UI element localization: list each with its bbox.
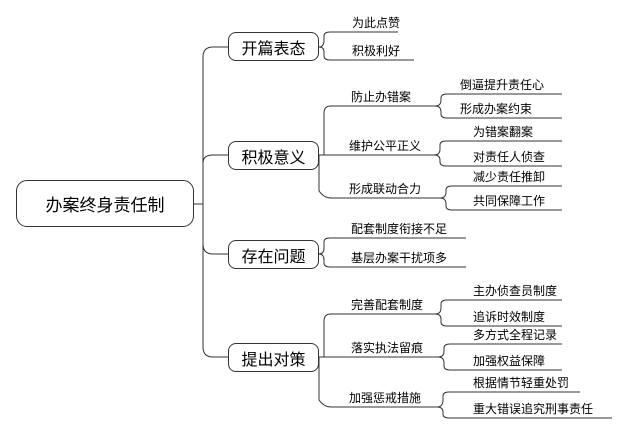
leaf-label: 为此点赞 — [352, 16, 401, 30]
connector-root-b3 — [202, 204, 228, 358]
connector-b1-c2-g0 — [439, 185, 562, 199]
connector-b1-c0-g1 — [434, 105, 562, 119]
sub-branch-label: 完善配套制度 — [351, 298, 424, 312]
connector-b1-c1-g1 — [433, 154, 562, 167]
connector-b2-c1 — [318, 253, 466, 268]
connector-b1-c0 — [319, 105, 435, 156]
connector-b3-c1-g1 — [437, 356, 562, 371]
leaf-label: 形成办案约束 — [460, 102, 533, 116]
branch-node-countermeasures: 提出对策 — [228, 343, 319, 372]
connector-b3-c0-g1 — [434, 313, 562, 327]
leaf-label: 共同保障工作 — [473, 194, 546, 208]
sub-branch-label: 加强惩戒措施 — [349, 391, 422, 405]
connector-b1-c1-g0 — [433, 140, 562, 156]
leaf-label: 多方式全程记录 — [473, 328, 558, 342]
sub-branch-label: 形成联动合力 — [349, 182, 422, 196]
leaf-label: 对责任人侦查 — [473, 150, 546, 164]
connector-root-b1 — [202, 154, 228, 204]
connector-b3-c2-g0 — [436, 391, 580, 408]
sub-branch-label: 维护公平正义 — [349, 139, 422, 153]
connector-b1-c2-g1 — [439, 197, 562, 211]
sub-branch-label: 防止办错案 — [351, 90, 412, 104]
leaf-label: 基层办案干扰项多 — [351, 251, 448, 265]
connector-root-b2 — [202, 204, 228, 255]
connector-root-b0 — [202, 46, 228, 204]
leaf-label: 追诉时效制度 — [473, 310, 546, 324]
leaf-label: 为错案翻案 — [473, 125, 534, 139]
sub-branch-label: 落实执法留痕 — [351, 341, 424, 355]
branch-node-problems: 存在问题 — [228, 240, 319, 269]
root-node: 办案终身责任制 — [16, 180, 194, 227]
leaf-label: 配套制度衔接不足 — [351, 222, 448, 236]
connector-b2-c0 — [318, 237, 466, 255]
leaf-label: 加强权益保障 — [473, 354, 546, 368]
connector-b0-c0 — [318, 31, 398, 48]
leaf-label: 减少责任推卸 — [473, 170, 546, 184]
connector-b3-c0 — [319, 313, 435, 358]
branch-node-opening: 开篇表态 — [228, 32, 319, 61]
connector-b3-c0-g0 — [434, 299, 562, 315]
connector-b3-c2 — [318, 357, 437, 408]
leaf-label: 重大错误追究刑事责任 — [473, 402, 594, 416]
connector-b1-c2 — [318, 155, 440, 199]
connector-b3-c1-g0 — [437, 343, 562, 358]
connector-b3-c2-g1 — [436, 406, 612, 419]
leaf-label: 主办侦查员制度 — [473, 284, 558, 298]
connector-b1-c0-g0 — [434, 93, 562, 107]
connector-b0-c1 — [318, 46, 414, 61]
branch-node-significance: 积极意义 — [228, 141, 319, 170]
leaf-label: 积极利好 — [352, 44, 401, 58]
leaf-label: 根据情节轻重处罚 — [473, 376, 570, 390]
leaf-label: 倒逼提升责任心 — [460, 78, 545, 92]
